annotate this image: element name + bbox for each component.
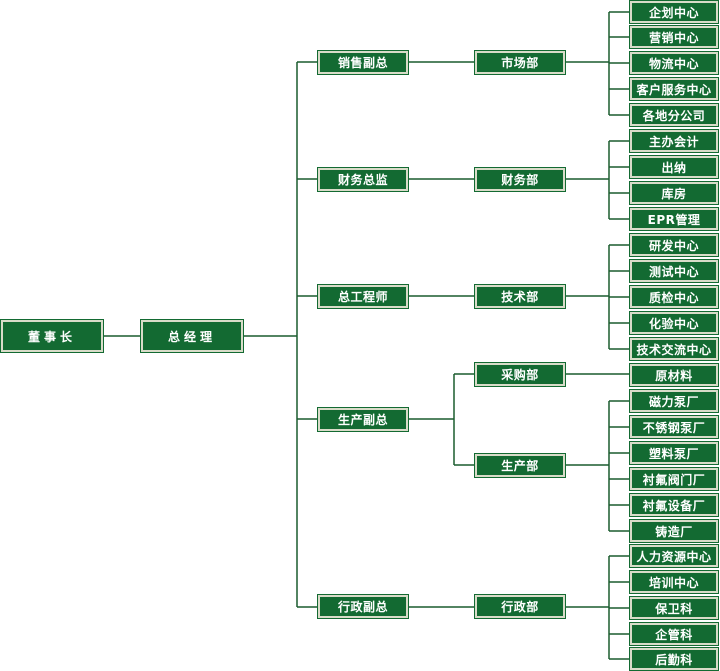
dept-box-finance: 财务部 [474,167,566,192]
unit-box: 保卫科 [629,596,719,620]
unit-box: 营销中心 [629,25,719,49]
vp-box-sales: 销售副总 [317,50,409,75]
unit-box: 物流中心 [629,51,719,75]
unit-box: 铸造厂 [629,519,719,543]
unit-box: 化验中心 [629,311,719,335]
unit-box: 各地分公司 [629,103,719,127]
unit-box: 塑料泵厂 [629,441,719,465]
vp-box-finance: 财务总监 [317,167,409,192]
unit-box: 人力资源中心 [629,544,719,568]
unit-box: 研发中心 [629,233,719,257]
unit-box: 磁力泵厂 [629,389,719,413]
unit-box: 库房 [629,181,719,205]
unit-box: 衬氟阀门厂 [629,467,719,491]
unit-box: 原材料 [629,363,719,387]
unit-box: 企管科 [629,622,719,646]
unit-box: 培训中心 [629,570,719,594]
chairman-box: 董事长 [0,319,104,353]
unit-box: 出纳 [629,155,719,179]
unit-box: 企划中心 [629,0,719,24]
unit-box: 技术交流中心 [629,337,719,361]
dept-box-tech: 技术部 [474,284,566,309]
unit-box: 测试中心 [629,259,719,283]
dept-box-purchase: 采购部 [474,362,566,387]
dept-box-admin: 行政部 [474,594,566,619]
general-manager-box: 总经理 [140,319,244,353]
unit-box: 主办会计 [629,129,719,153]
unit-box: 不锈钢泵厂 [629,415,719,439]
vp-box-engineering: 总工程师 [317,284,409,309]
unit-box: EPR管理 [629,207,719,231]
vp-box-production: 生产副总 [317,407,409,432]
unit-box: 后勤科 [629,647,719,671]
unit-box: 衬氟设备厂 [629,493,719,517]
dept-box-production: 生产部 [474,453,566,478]
unit-box: 客户服务中心 [629,77,719,101]
unit-box: 质检中心 [629,285,719,309]
vp-box-admin: 行政副总 [317,594,409,619]
dept-box-market: 市场部 [474,50,566,75]
